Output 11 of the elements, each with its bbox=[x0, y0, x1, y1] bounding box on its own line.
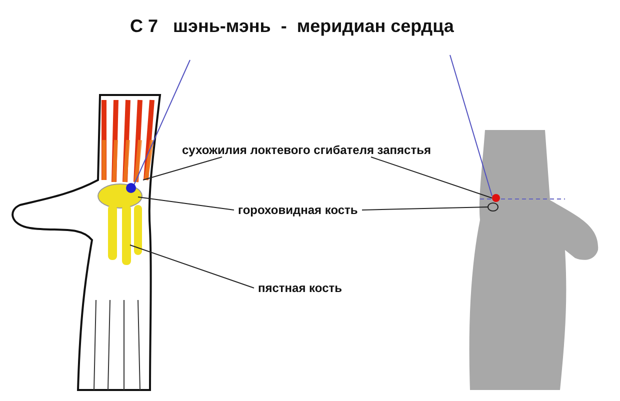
leader-line bbox=[370, 156, 492, 198]
part-label: пястная кость bbox=[258, 281, 342, 295]
acupoint-marker bbox=[492, 194, 500, 202]
leader-line bbox=[142, 156, 222, 180]
part-label: сухожилия локтевого сгибателя запястья bbox=[182, 143, 431, 157]
leader-line bbox=[138, 196, 234, 210]
part-label: гороховидная кость bbox=[238, 203, 358, 217]
leader-line bbox=[362, 206, 488, 210]
pisiform-outline bbox=[488, 202, 498, 212]
leader-line bbox=[130, 244, 254, 288]
title: С 7 шэнь-мэнь - меридиан сердца bbox=[130, 16, 454, 37]
